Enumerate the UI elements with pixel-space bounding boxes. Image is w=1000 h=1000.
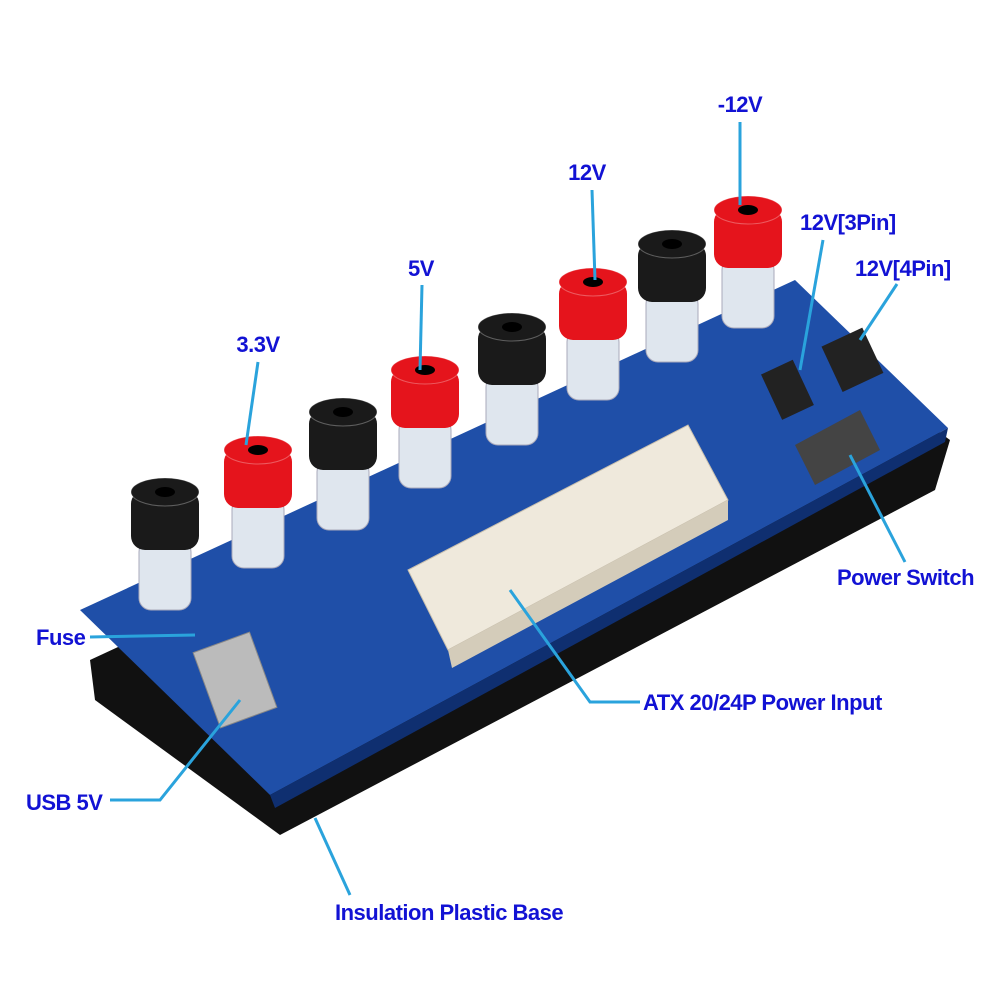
label-12v: 12V [568,160,606,185]
pin-header-3pin [761,359,814,420]
binding-post-red [558,267,628,401]
leader-3pin [798,239,825,371]
label-3v3: 3.3V [236,332,280,357]
power-switch [795,410,880,485]
leader-fuse [89,633,196,639]
leader-atx [508,589,640,704]
label-usb: USB 5V [26,790,103,815]
label-base: Insulation Plastic Base [335,900,563,925]
pin-header-4pin [821,327,884,392]
label-5v: 5V [408,256,435,281]
label-12v-3pin: 12V[3Pin] [800,210,896,235]
leader-lines [89,122,907,896]
binding-post-black [477,312,547,446]
atx-connector [407,424,729,668]
binding-post-black [308,397,378,531]
leader-usb [110,699,242,802]
pcb-edge [270,428,948,808]
binding-post-red [390,355,460,489]
label-neg12v: -12V [718,92,763,117]
label-power-switch: Power Switch [837,565,974,590]
leader-base [313,817,352,896]
label-atx: ATX 20/24P Power Input [643,690,883,715]
leader-5v [418,284,424,371]
leader-switch [848,454,907,563]
label-12v-4pin: 12V[4Pin] [855,256,951,281]
binding-post-black [637,229,707,363]
binding-post-red [223,435,293,569]
usb-port [192,631,278,729]
leader-12v [590,189,597,281]
binding-post-red [713,195,783,329]
binding-post-black [130,477,200,611]
leader-4pin [858,283,899,341]
label-fuse: Fuse [36,625,86,650]
leader-3v3 [244,361,260,446]
